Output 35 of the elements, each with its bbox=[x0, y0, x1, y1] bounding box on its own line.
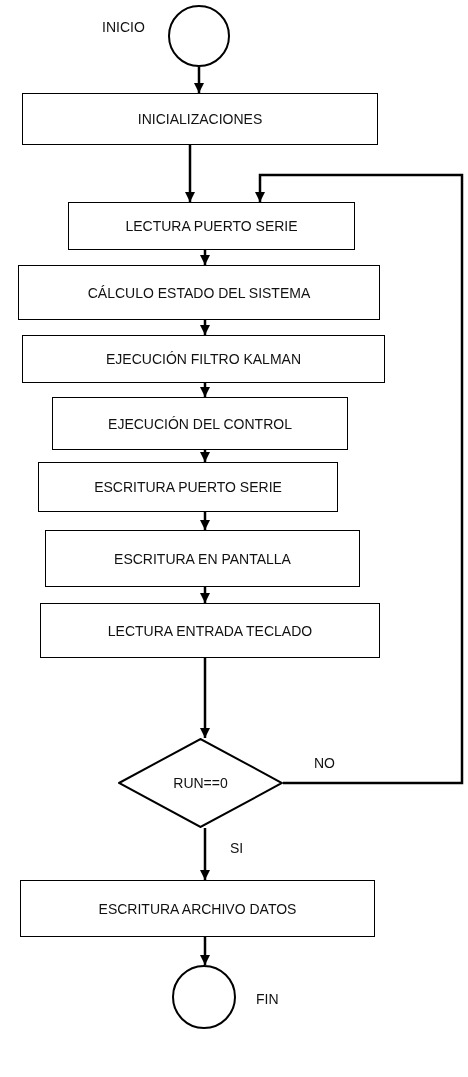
process-box bbox=[40, 603, 380, 658]
process-box bbox=[18, 265, 380, 320]
process-box bbox=[38, 462, 338, 512]
process-box bbox=[22, 335, 385, 383]
edge-label: NO bbox=[312, 755, 337, 771]
arrow bbox=[200, 828, 210, 880]
node-label: ESCRITURA ARCHIVO DATOS bbox=[98, 900, 297, 917]
arrow bbox=[200, 512, 210, 530]
arrow bbox=[194, 67, 204, 93]
process-box bbox=[45, 530, 360, 587]
arrow bbox=[255, 173, 464, 785]
arrow bbox=[200, 320, 210, 335]
process-box bbox=[20, 880, 375, 937]
arrow bbox=[200, 250, 210, 265]
terminal-label: INICIO bbox=[102, 19, 145, 35]
decision-diamond bbox=[118, 738, 283, 828]
process-box bbox=[68, 202, 355, 250]
node-label: EJECUCIÓN FILTRO KALMAN bbox=[106, 351, 301, 367]
node-label: ESCRITURA EN PANTALLA bbox=[114, 550, 291, 567]
terminal-label: FIN bbox=[256, 991, 279, 1007]
arrow bbox=[200, 937, 210, 965]
process-box bbox=[22, 93, 378, 145]
process-box bbox=[52, 397, 348, 450]
arrow bbox=[185, 145, 195, 202]
node-label: EJECUCIÓN DEL CONTROL bbox=[108, 415, 292, 432]
arrow bbox=[200, 658, 210, 738]
arrow bbox=[200, 450, 210, 462]
arrow bbox=[200, 587, 210, 603]
node-label: INICIALIZACIONES bbox=[137, 111, 263, 127]
arrow bbox=[200, 383, 210, 397]
node-label: LECTURA ENTRADA TECLADO bbox=[107, 622, 313, 639]
node-label: LECTURA PUERTO SERIE bbox=[125, 218, 298, 234]
node-label: RUN==0 bbox=[173, 775, 228, 791]
node-label: CÁLCULO ESTADO DEL SISTEMA bbox=[87, 284, 311, 301]
node-label: ESCRITURA PUERTO SERIE bbox=[94, 479, 282, 495]
